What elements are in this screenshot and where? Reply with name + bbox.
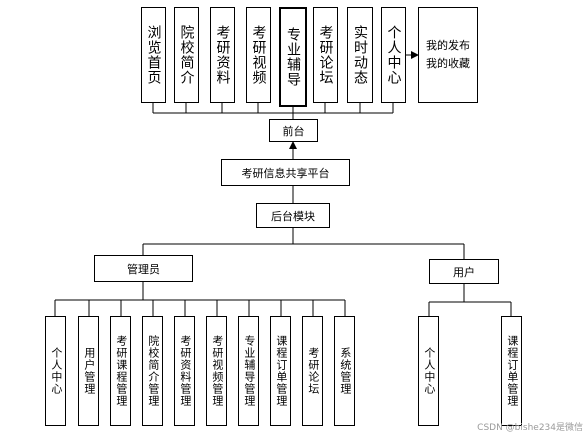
module-major-tutoring: 专业辅导	[279, 7, 307, 107]
module-label: 考研论坛	[317, 25, 334, 85]
admin-module-label: 考研论坛	[306, 347, 320, 395]
admin-module-label: 用户管理	[82, 347, 96, 395]
admin-module-label: 课程订单管理	[274, 335, 288, 407]
module-label: 实时动态	[352, 25, 369, 85]
admin-module-school-intro-management: 院校简介管理	[142, 316, 163, 426]
admin-module-forum: 考研论坛	[302, 316, 323, 426]
admin-module-course-management: 考研课程管理	[110, 316, 131, 426]
module-school-intro: 院校简介	[174, 7, 199, 103]
module-label: 考研视频	[250, 25, 267, 85]
admin-label: 管理员	[127, 262, 160, 276]
my-posts-favorites-box: 我的发布 我的收藏	[418, 7, 478, 103]
module-personal-center: 个人中心	[381, 7, 406, 103]
user-box: 用户	[429, 259, 499, 284]
module-label: 院校简介	[178, 25, 195, 85]
module-exam-forum: 考研论坛	[313, 7, 338, 103]
admin-module-label: 考研课程管理	[114, 335, 128, 407]
admin-module-videos-management: 考研视频管理	[206, 316, 227, 426]
admin-module-personal-center: 个人中心	[45, 316, 66, 426]
admin-module-label: 个人中心	[49, 347, 63, 395]
user-label: 用户	[453, 265, 475, 279]
admin-module-tutoring-management: 专业辅导管理	[238, 316, 259, 426]
module-label: 考研资料	[214, 25, 231, 85]
backend-box: 后台模块	[256, 203, 330, 228]
admin-module-orders-management: 课程订单管理	[270, 316, 291, 426]
user-module-personal-center: 个人中心	[418, 316, 439, 426]
module-exam-videos: 考研视频	[246, 7, 271, 103]
admin-module-label: 专业辅导管理	[242, 335, 256, 407]
my-favorites-label: 我的收藏	[426, 57, 470, 70]
admin-module-label: 考研资料管理	[178, 335, 192, 407]
module-browse-home: 浏览首页	[141, 7, 166, 103]
module-exam-materials: 考研资料	[210, 7, 235, 103]
user-module-label: 课程订单管理	[505, 335, 519, 407]
my-posts-label: 我的发布	[426, 39, 470, 53]
admin-module-label: 考研视频管理	[210, 335, 224, 407]
admin-box: 管理员	[94, 255, 193, 282]
admin-module-label: 院校简介管理	[146, 335, 160, 407]
platform-label: 考研信息共享平台	[241, 166, 330, 180]
backend-label: 后台模块	[271, 209, 315, 223]
module-label: 浏览首页	[145, 25, 162, 85]
user-module-label: 个人中心	[422, 347, 436, 395]
admin-module-materials-management: 考研资料管理	[174, 316, 195, 426]
admin-module-label: 系统管理	[338, 347, 352, 395]
watermark: CSDN @bishe234是微信	[477, 423, 583, 433]
admin-module-user-management: 用户管理	[78, 316, 99, 426]
module-label: 个人中心	[385, 25, 402, 85]
front-desk-box: 前台	[269, 119, 318, 142]
admin-module-system-management: 系统管理	[334, 316, 355, 426]
module-live-news: 实时动态	[347, 7, 373, 103]
front-desk-label: 前台	[282, 124, 305, 138]
user-module-orders-management: 课程订单管理	[501, 316, 522, 426]
platform-box: 考研信息共享平台	[221, 159, 350, 186]
module-label: 专业辅导	[285, 27, 302, 87]
